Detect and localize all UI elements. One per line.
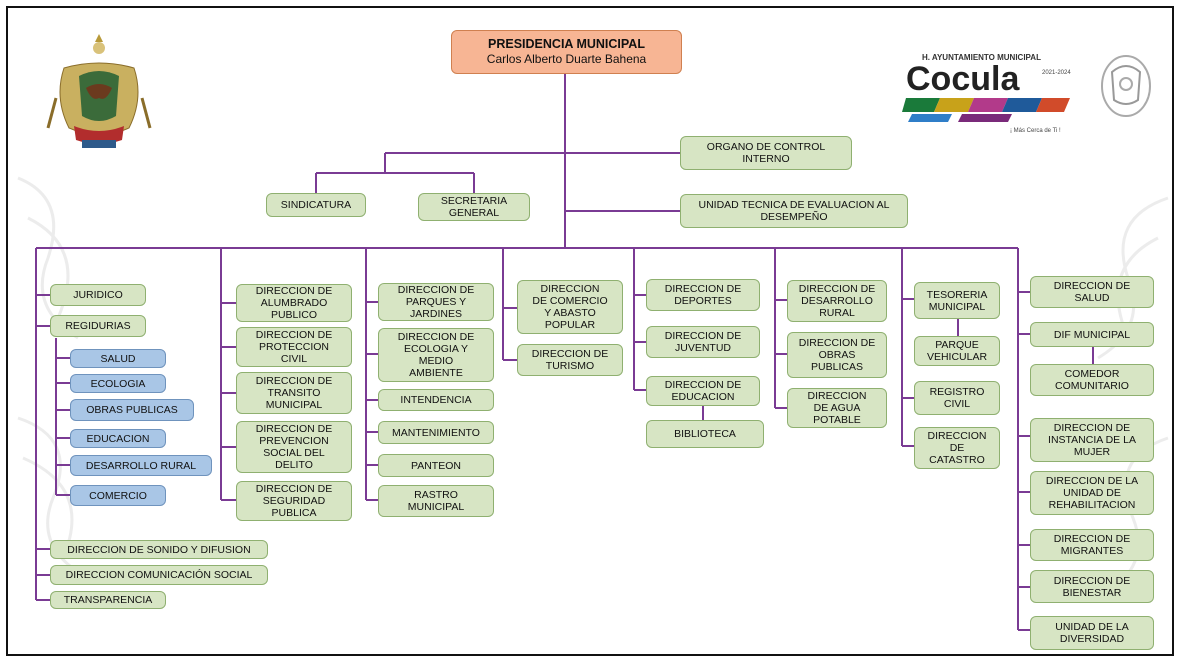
deportes-box: DIRECCION DE DEPORTES (646, 279, 760, 311)
alumbrado-publico-box: DIRECCION DE ALUMBRADO PUBLICO (236, 284, 352, 322)
sonido-difusion-box: DIRECCION DE SONIDO Y DIFUSION (50, 540, 268, 559)
organo-control-box: ORGANO DE CONTROL INTERNO (680, 136, 852, 170)
regiduria-educacion-box: EDUCACION (70, 429, 166, 448)
logo-color-bands-icon (902, 98, 1070, 122)
desarrollo-rural-box: DIRECCION DE DESARROLLO RURAL (787, 280, 887, 322)
migrantes-box: DIRECCION DE MIGRANTES (1030, 529, 1154, 561)
regiduria-ecologia-box: ECOLOGIA (70, 374, 166, 393)
comercio-abasto-box: DIRECCION DE COMERCIO Y ABASTO POPULAR (517, 280, 623, 334)
turismo-box: DIRECCION DE TURISMO (517, 344, 623, 376)
juridico-box: JURIDICO (50, 284, 146, 306)
ecologia-medio-ambiente-box: DIRECCION DE ECOLOGIA Y MEDIO AMBIENTE (378, 328, 494, 382)
comedor-comunitario-box: COMEDOR COMUNITARIO (1030, 364, 1154, 396)
logo-slogan: ¡ Más Cerca de Ti ! (1010, 128, 1061, 134)
biblioteca-box: BIBLIOTECA (646, 420, 764, 448)
presidencia-title: PRESIDENCIA MUNICIPAL (488, 37, 645, 51)
prevencion-delito-box: DIRECCION DE PREVENCION SOCIAL DEL DELIT… (236, 421, 352, 473)
obras-publicas-box: DIRECCION DE OBRAS PUBLICAS (787, 332, 887, 378)
logo-years: 2021-2024 (1042, 70, 1071, 76)
cocula-logo: H. AYUNTAMIENTO MUNICIPAL Cocula 2021-20… (902, 53, 1071, 134)
rastro-municipal-box: RASTRO MUNICIPAL (378, 485, 494, 517)
mantenimiento-box: MANTENIMIENTO (378, 421, 494, 444)
sindicatura-box: SINDICATURA (266, 193, 366, 217)
coat-of-arms-icon (46, 34, 152, 148)
unidad-rehabilitacion-box: DIRECCION DE LA UNIDAD DE REHABILITACION (1030, 471, 1154, 515)
agua-potable-box: DIRECCION DE AGUA POTABLE (787, 388, 887, 428)
bienestar-box: DIRECCION DE BIENESTAR (1030, 570, 1154, 603)
regidurias-box: REGIDURIAS (50, 315, 146, 337)
instancia-mujer-box: DIRECCION DE INSTANCIA DE LA MUJER (1030, 418, 1154, 462)
catastro-box: DIRECCION DE CATASTRO (914, 427, 1000, 469)
panteon-box: PANTEON (378, 454, 494, 477)
regiduria-comercio-box: COMERCIO (70, 485, 166, 506)
presidencia-municipal-box: PRESIDENCIA MUNICIPAL Carlos Alberto Dua… (451, 30, 682, 74)
registro-civil-box: REGISTRO CIVIL (914, 381, 1000, 415)
juventud-box: DIRECCION DE JUVENTUD (646, 326, 760, 358)
municipal-seal-icon (1101, 55, 1151, 117)
intendencia-box: INTENDENCIA (378, 389, 494, 411)
unidad-diversidad-box: UNIDAD DE LA DIVERSIDAD (1030, 616, 1154, 650)
parque-vehicular-box: PARQUE VEHICULAR (914, 336, 1000, 366)
seguridad-publica-box: DIRECCION DE SEGURIDAD PUBLICA (236, 481, 352, 521)
proteccion-civil-box: DIRECCION DE PROTECCION CIVIL (236, 327, 352, 367)
connector-lines (35, 74, 1094, 631)
parques-jardines-box: DIRECCION DE PARQUES Y JARDINES (378, 283, 494, 321)
tesoreria-municipal-box: TESORERIA MUNICIPAL (914, 282, 1000, 319)
transito-municipal-box: DIRECCION DE TRANSITO MUNICIPAL (236, 372, 352, 414)
org-chart: PRESIDENCIA MUNICIPAL Carlos Alberto Dua… (6, 6, 1174, 656)
salud-box: DIRECCION DE SALUD (1030, 276, 1154, 308)
dif-municipal-box: DIF MUNICIPAL (1030, 322, 1154, 347)
regiduria-desarrollo-box: DESARROLLO RURAL (70, 455, 212, 476)
logo-header: H. AYUNTAMIENTO MUNICIPAL (922, 53, 1041, 62)
regiduria-salud-box: SALUD (70, 349, 166, 368)
unidad-tecnica-box: UNIDAD TECNICA DE EVALUACION AL DESEMPEÑ… (680, 194, 908, 228)
transparencia-box: TRANSPARENCIA (50, 591, 166, 609)
educacion-box: DIRECCION DE EDUCACION (646, 376, 760, 406)
secretaria-general-box: SECRETARIA GENERAL (418, 193, 530, 221)
regiduria-obras-box: OBRAS PUBLICAS (70, 399, 194, 421)
presidente-name: Carlos Alberto Duarte Bahena (486, 52, 647, 66)
logo-name: Cocula (906, 60, 1020, 98)
comunicacion-social-box: DIRECCION COMUNICACIÓN SOCIAL (50, 565, 268, 585)
